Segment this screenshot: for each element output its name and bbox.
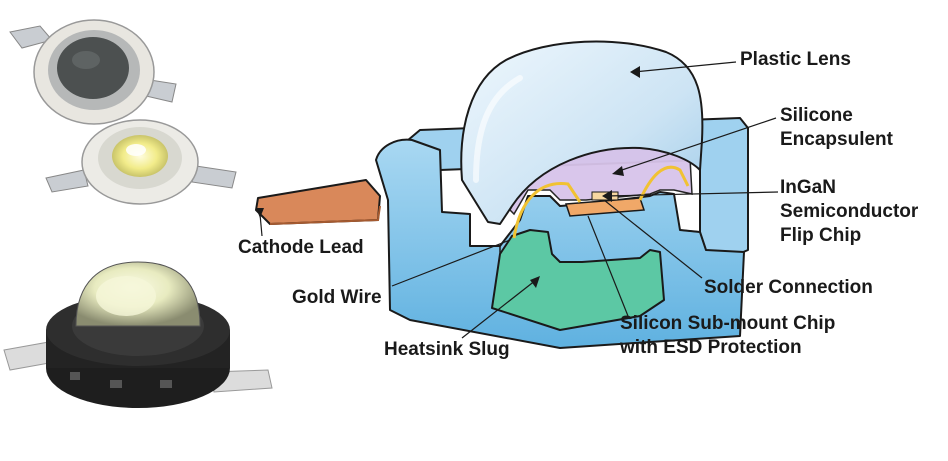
label-gold-wire: Gold Wire xyxy=(292,287,382,308)
led-photo-bottom xyxy=(3,261,273,408)
label-silicon-submount: Silicon Sub-mount Chip with ESD Protecti… xyxy=(620,313,836,358)
led-cross-section xyxy=(255,40,749,349)
label-silicone-encapsulent: Silicone Encapsulent xyxy=(780,105,893,150)
led-photo-top xyxy=(9,19,177,125)
label-solder-connection: Solder Connection xyxy=(704,277,873,298)
gold-wire-shape xyxy=(512,182,582,239)
cathode-lead-shape xyxy=(255,179,381,225)
label-plastic-lens: Plastic Lens xyxy=(740,49,851,70)
label-cathode-lead: Cathode Lead xyxy=(238,237,364,258)
leader-lines xyxy=(256,61,779,339)
label-ingan-chip: InGaN Semiconductor Flip Chip xyxy=(780,177,919,246)
heatsink-slug-shape xyxy=(491,229,665,331)
led-photo-middle xyxy=(45,119,237,205)
plastic-lens-shape xyxy=(460,40,704,225)
label-heatsink-slug: Heatsink Slug xyxy=(384,339,510,360)
